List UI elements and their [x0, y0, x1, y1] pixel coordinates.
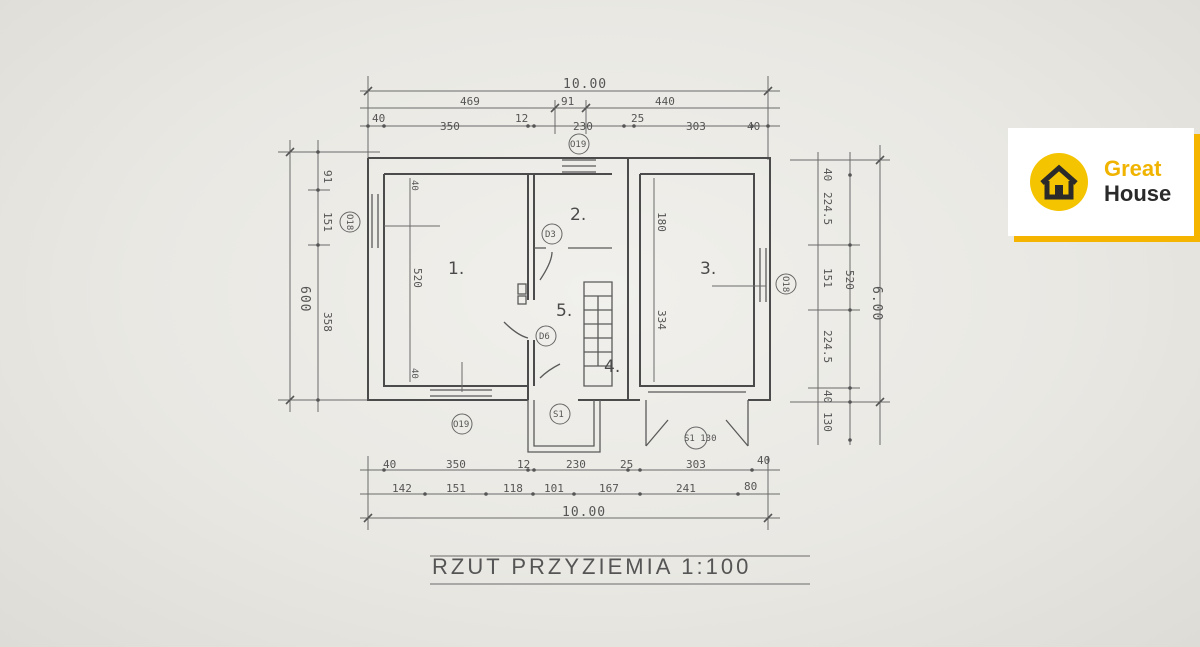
plan-title-group: RZUT PRZYZIEMIA 1:100 — [430, 554, 810, 585]
left-dimensions: 600 91 151 358 — [278, 140, 380, 412]
bottom-dim-5: 167 — [599, 482, 619, 495]
bottom-dimensions: 40 350 12 230 25 303 40 142 151 118 101 … — [360, 454, 780, 530]
tag-window-right: O18 — [780, 276, 790, 292]
interior-leaders — [384, 178, 766, 392]
room-label-3: 3. — [700, 259, 716, 279]
top-dim-1: 469 — [460, 95, 480, 108]
tag-door-d3: D3 — [545, 230, 556, 240]
opening-tags: O19 O18 O19 O18 D3 D6 S1 S1 130 — [339, 133, 797, 450]
brand-name-line2: House — [1104, 181, 1172, 206]
left-dim-1: 91 — [321, 170, 334, 183]
bottom-seg-1: 40 — [383, 458, 396, 471]
bottom-seg-2: 350 — [446, 458, 466, 471]
bottom-seg-3: 12 — [517, 458, 530, 471]
top-total-dim: 10.00 — [563, 77, 607, 92]
room-label-2: 2. — [570, 205, 586, 225]
bottom-total-dim: 10.00 — [562, 505, 606, 520]
top-seg-5: 25 — [631, 112, 644, 125]
room3-height-dim: 334 — [655, 310, 668, 330]
tag-door-s1: S1 — [553, 410, 564, 420]
room-label-1: 1. — [448, 259, 464, 279]
right-total-dim: 6.00 — [869, 286, 884, 321]
left-dim-3: 358 — [321, 312, 334, 332]
top-seg-6: 303 — [686, 120, 706, 133]
top-seg-4: 230 — [573, 120, 593, 133]
tag-garage-door: S1 130 — [684, 434, 717, 444]
bottom-dim-1: 142 — [392, 482, 412, 495]
bottom-dim-6: 241 — [676, 482, 696, 495]
room1-height-dim: 520 — [411, 268, 424, 288]
tag-window-bottom: O19 — [453, 420, 469, 430]
bottom-dim-7: 80 — [744, 480, 757, 493]
corner-mark-top: 40 — [409, 180, 419, 191]
tag-door-d6: D6 — [539, 332, 550, 342]
walls — [367, 157, 771, 453]
right-dim-6: 130 — [821, 412, 834, 432]
bottom-seg-5: 25 — [620, 458, 633, 471]
room-label-4: 4. — [604, 357, 620, 377]
house-in-circle-icon — [1030, 153, 1088, 211]
plan-title: RZUT PRZYZIEMIA 1:100 — [432, 554, 751, 579]
brand-logo[interactable]: Great House — [1008, 128, 1194, 236]
right-dim-5: 40 — [821, 390, 834, 403]
top-dim-2: 91 — [561, 95, 574, 108]
bottom-dim-2: 151 — [446, 482, 466, 495]
bottom-dim-3: 118 — [503, 482, 523, 495]
brand-name: Great House — [1104, 156, 1171, 206]
corner-mark-bottom: 40 — [409, 368, 419, 379]
room2-width-dim: 180 — [655, 212, 668, 232]
bottom-dim-4: 101 — [544, 482, 564, 495]
left-dim-2: 151 — [321, 212, 334, 232]
right-dimensions: 6.00 520 40 224.5 151 224.5 40 130 — [790, 145, 890, 445]
bottom-seg-6: 303 — [686, 458, 706, 471]
top-seg-3: 12 — [515, 112, 528, 125]
brand-name-line1: Great — [1104, 156, 1162, 181]
top-dimensions: 10.00 469 91 440 40 350 12 230 25 303 40 — [360, 76, 780, 160]
right-dim-1: 40 — [821, 168, 834, 181]
top-seg-1: 40 — [372, 112, 385, 125]
top-dim-3: 440 — [655, 95, 675, 108]
bottom-seg-7: 40 — [757, 454, 770, 467]
right-mid-dim: 520 — [843, 270, 856, 290]
top-seg-7: 40 — [747, 120, 760, 133]
left-total-dim: 600 — [297, 286, 312, 312]
right-dim-3: 151 — [821, 268, 834, 288]
room-label-5: 5. — [556, 301, 572, 321]
top-seg-2: 350 — [440, 120, 460, 133]
room-labels: 1. 2. 3. 4. 5. 520 334 180 40 40 — [409, 180, 716, 379]
tag-window-top: O19 — [570, 140, 586, 150]
bottom-seg-4: 230 — [566, 458, 586, 471]
right-dim-4: 224.5 — [821, 330, 834, 363]
tag-window-left: O18 — [344, 214, 354, 230]
right-dim-2: 224.5 — [821, 192, 834, 225]
